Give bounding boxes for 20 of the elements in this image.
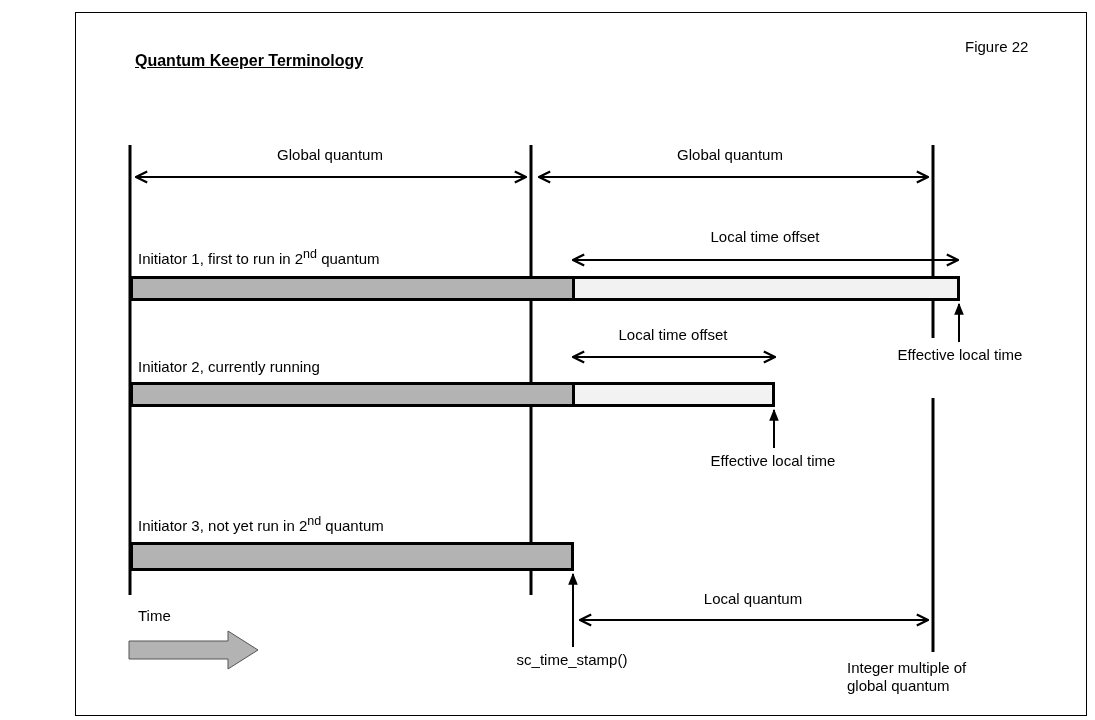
elapsed-segment [572,279,957,298]
annotation-text: Effective local time [710,452,836,470]
initiator-label: Initiator 1, first to run in 2$^{nd}$ quantum [138,246,380,268]
dimension-label: Local quantum [703,590,803,608]
annotation-text: Effective local time [897,346,1023,364]
elapsed-segment [572,385,772,404]
dimension-label: Global quantum [677,146,783,164]
arrow-label: Time [138,607,171,625]
figure-number: Figure 22 [965,38,1029,56]
initiator-label: Initiator 2, currently running [138,358,320,376]
dimension-label: Local time offset [710,228,820,246]
initiator-label: Initiator 3, not yet run in 2$^{nd}$ quantum [138,513,384,535]
dimension-label: Local time offset [618,326,728,344]
diagram-title: Quantum Keeper Terminology [135,52,364,70]
dimension-label: Global quantum [277,146,383,164]
leader-arrow [568,572,578,648]
leader-arrow [769,408,779,449]
annotation-text: sc_time_stamp() [516,651,628,669]
leader-arrow [954,302,964,343]
annotation-text: Integer multiple of global quantum [847,659,968,695]
